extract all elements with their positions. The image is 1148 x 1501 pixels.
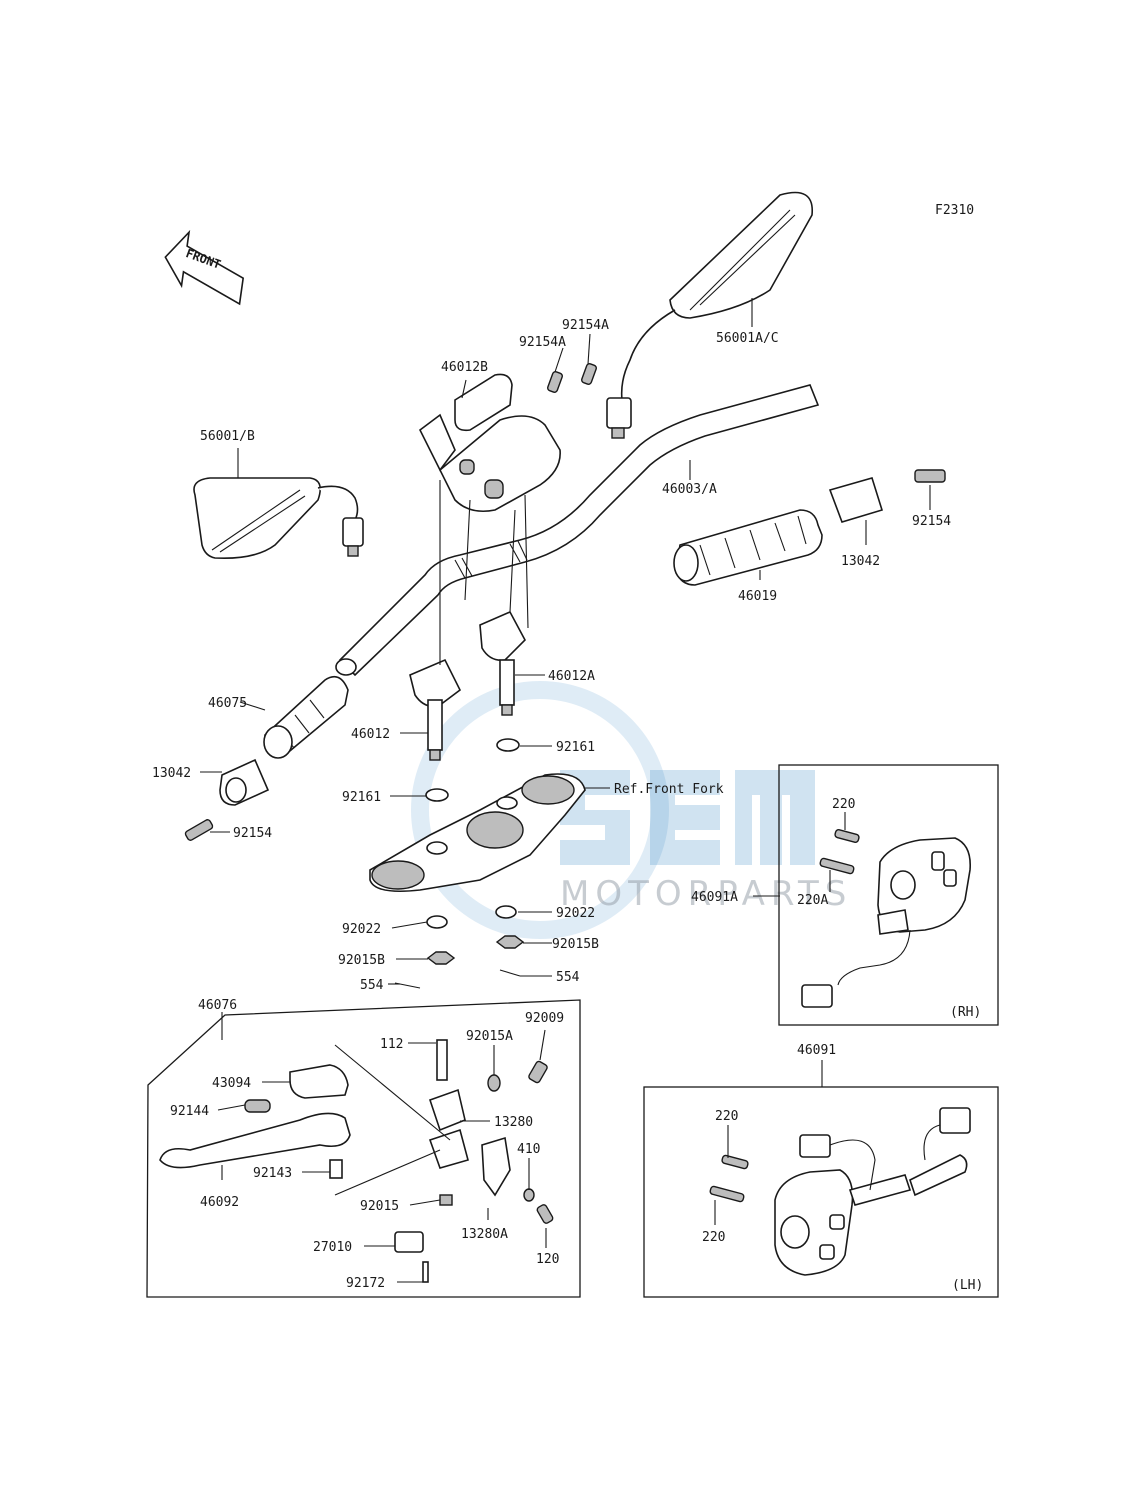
brake-lever-box — [146, 999, 581, 1298]
part-label-554-r: 554 — [556, 970, 580, 985]
part-label-112: 112 — [380, 1037, 403, 1052]
part-label-92144: 92144 — [170, 1104, 209, 1119]
part-label-13042-l: 13042 — [152, 766, 191, 781]
front-arrow-icon: FRONT — [164, 229, 245, 306]
rh-switch — [801, 829, 972, 1008]
part-label-120: 120 — [536, 1252, 559, 1267]
part-label-92172: 92172 — [346, 1276, 385, 1291]
part-label-220-rh: 220 — [832, 797, 855, 812]
part-label-554-l: 554 — [360, 978, 384, 993]
part-label-56001a-c: 56001A/C — [716, 331, 779, 346]
part-label-220-lh-1: 220 — [715, 1109, 738, 1124]
part-label-13280a: 13280A — [461, 1227, 508, 1242]
lh-label: (LH) — [952, 1278, 983, 1293]
reference-label: Ref.Front Fork — [614, 782, 724, 797]
part-label-410: 410 — [517, 1142, 540, 1157]
watermark-sub: MOTORPARTS — [560, 874, 852, 914]
mirror-right — [606, 191, 813, 439]
part-label-13042-r: 13042 — [841, 554, 880, 569]
part-label-13280: 13280 — [494, 1115, 533, 1130]
part-label-92015b-r: 92015B — [552, 937, 599, 952]
part-label-92154a-1: 92154A — [562, 318, 609, 333]
brake-lever — [159, 1039, 554, 1283]
part-label-92022-l: 92022 — [342, 922, 381, 937]
part-label-92015a: 92015A — [466, 1029, 513, 1044]
watermark: MOTORPARTS — [411, 681, 852, 939]
mirror-left — [193, 477, 364, 560]
part-labels: 56001A/C 92154A 92154A 46012B 56001/B 46… — [152, 318, 951, 1291]
risers — [409, 480, 529, 761]
part-label-92022-r: 92022 — [556, 906, 595, 921]
part-label-92143: 92143 — [253, 1166, 292, 1181]
part-label-46076: 46076 — [198, 998, 237, 1013]
part-label-220-lh-2: 220 — [702, 1230, 725, 1245]
part-label-92015: 92015 — [360, 1199, 399, 1214]
part-label-43094: 43094 — [212, 1076, 251, 1091]
part-label-46091: 46091 — [797, 1043, 836, 1058]
part-label-27010: 27010 — [313, 1240, 352, 1255]
part-label-92015b-l: 92015B — [338, 953, 385, 968]
grip-right — [673, 469, 946, 586]
diagram-code: F2310 — [935, 203, 974, 218]
grip-left — [184, 675, 349, 841]
leader-lines — [200, 298, 931, 1283]
part-label-46075: 46075 — [208, 696, 247, 711]
part-label-46019: 46019 — [738, 589, 777, 604]
rh-label: (RH) — [950, 1005, 981, 1020]
triple-clamp — [369, 773, 586, 893]
part-label-46012a: 46012A — [548, 669, 595, 684]
part-label-220a: 220A — [797, 893, 828, 908]
part-label-92154-r: 92154 — [912, 514, 951, 529]
part-label-46003-a: 46003/A — [662, 482, 717, 497]
part-label-92009: 92009 — [525, 1011, 564, 1026]
rh-switch-box — [778, 764, 999, 1026]
lh-switch-box — [643, 1086, 999, 1298]
part-label-46091a: 46091A — [691, 890, 738, 905]
upper-clamp — [418, 373, 561, 513]
part-label-92161-l: 92161 — [342, 790, 381, 805]
part-label-56001-b: 56001/B — [200, 429, 255, 444]
part-label-92154-l: 92154 — [233, 826, 272, 841]
part-label-46012: 46012 — [351, 727, 390, 742]
part-label-92161-r: 92161 — [556, 740, 595, 755]
part-label-92154a-2: 92154A — [519, 335, 566, 350]
handlebar — [335, 384, 820, 677]
lh-switch — [709, 1107, 971, 1276]
part-label-46092: 46092 — [200, 1195, 239, 1210]
part-label-46012b: 46012B — [441, 360, 488, 375]
